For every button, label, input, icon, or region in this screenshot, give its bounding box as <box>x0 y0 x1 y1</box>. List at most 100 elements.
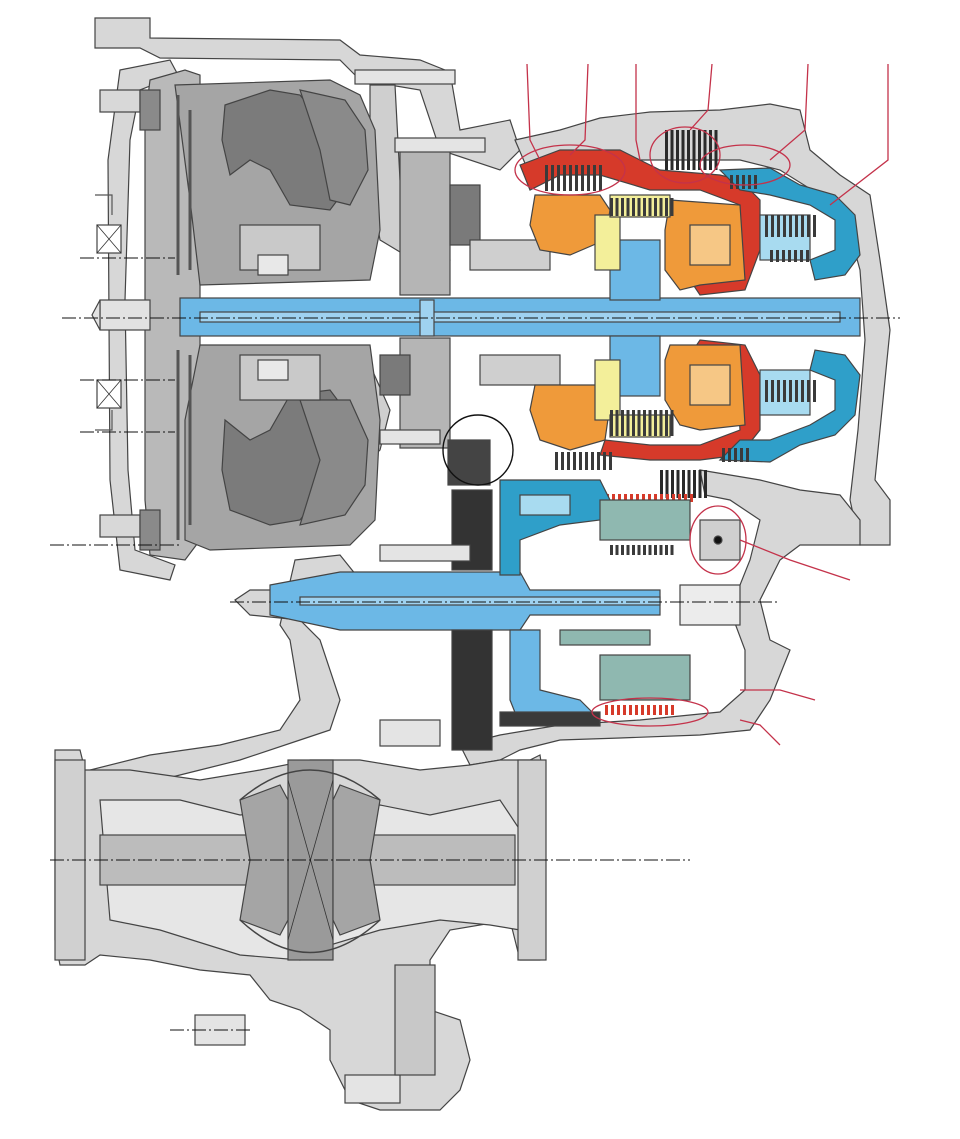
crank-nose <box>99 299 151 331</box>
clutch-plate <box>585 452 588 470</box>
orange-carrier-upper <box>529 194 611 256</box>
pinion-outline <box>442 414 514 486</box>
clutch-plate <box>782 250 785 262</box>
clutch-plate <box>615 545 619 555</box>
plates-upper-b <box>610 198 674 216</box>
output-hub-light <box>519 494 571 516</box>
teal-clutch-housing <box>599 499 691 541</box>
clutch-plate <box>545 165 548 191</box>
clutch-plate <box>734 448 737 462</box>
clutch-plate <box>551 165 554 191</box>
hub-bolt-bottom <box>99 514 141 538</box>
clutch-plate <box>687 130 690 170</box>
clutch-plate <box>573 452 576 470</box>
diff-support-block <box>394 964 436 1076</box>
clutch-plate <box>569 165 572 191</box>
clutch-plate <box>666 494 669 502</box>
callout-leader-1 <box>526 63 541 161</box>
clutch-plate <box>648 410 652 436</box>
clutch-plate <box>703 130 707 170</box>
clutch-plate <box>776 250 779 262</box>
clutch-plate <box>660 494 663 502</box>
clutch-plate <box>591 452 594 470</box>
clutch-plate <box>692 130 696 170</box>
clutch-plate <box>635 705 638 715</box>
hub-block-top <box>139 89 161 131</box>
clutch-plate <box>621 545 624 555</box>
clutch-plate <box>687 470 691 498</box>
clutch-plate <box>621 410 624 436</box>
clutch-plate <box>654 494 657 502</box>
diff-mount-bolt <box>344 1074 401 1104</box>
clutch-plate <box>610 545 613 555</box>
clutch-plate <box>629 705 632 715</box>
output-seal-dot <box>713 535 723 545</box>
clutch-plate <box>648 198 652 216</box>
circle-highlights <box>514 126 791 727</box>
plates-lower-c <box>660 470 707 498</box>
transfer-housing <box>89 554 362 791</box>
clutch-plate <box>659 705 662 715</box>
clutch-plate <box>615 198 619 216</box>
callout-leader-7 <box>739 539 851 581</box>
clutch-plate <box>771 380 774 402</box>
output-bearing <box>679 584 741 626</box>
oil-pump-section <box>354 69 561 449</box>
clutch-plate <box>813 380 816 402</box>
plates-output-a <box>610 545 674 555</box>
clutch-plate <box>788 250 791 262</box>
transfer-case-bolt <box>379 719 441 747</box>
clutch-plate <box>563 165 566 191</box>
clutch-plate <box>611 705 614 715</box>
clutch-plate <box>765 380 768 402</box>
clutch-plate <box>800 250 803 262</box>
plates-output-red <box>605 705 674 715</box>
clutch-plate <box>618 494 621 502</box>
clutch-plate <box>624 494 627 502</box>
stator-support <box>469 239 551 271</box>
clutch-plate <box>610 410 613 436</box>
clutch-plate <box>670 545 674 555</box>
clutch-plate <box>632 545 635 555</box>
light-orange-hub-lower <box>689 364 731 406</box>
pump-gear-upper <box>449 184 481 246</box>
clutch-plate <box>681 130 685 170</box>
clutch-plate <box>637 410 641 436</box>
clutch-plate <box>676 130 679 170</box>
output-clutch-hub <box>499 479 611 576</box>
clutch-plate <box>665 705 668 715</box>
highlight-upper-right-pack <box>649 126 721 184</box>
callout-leaders <box>526 63 889 746</box>
clutch-plate <box>783 380 786 402</box>
clutch-plate <box>630 494 633 502</box>
upper-gearset <box>519 149 861 296</box>
clutch-plate <box>637 545 641 555</box>
clutch-plate <box>678 494 681 502</box>
clutch-plate <box>581 165 584 191</box>
clutch-plate <box>789 380 792 402</box>
clutch-plate <box>654 198 657 216</box>
clutch-plate <box>690 494 693 502</box>
clutch-plate <box>813 215 816 237</box>
clutch-plate <box>609 452 612 470</box>
clutch-plate <box>632 198 635 216</box>
clutch-plate <box>626 410 630 436</box>
clutch-plate <box>593 165 596 191</box>
clutch-plate <box>665 410 668 436</box>
clutch-plate <box>648 545 652 555</box>
crank-nose-tip <box>91 299 101 331</box>
clutch-plate <box>801 380 804 402</box>
clutch-plate <box>654 410 657 436</box>
clutch-plate <box>653 705 656 715</box>
clutch-plate <box>806 250 809 262</box>
clutch-plate <box>575 165 578 191</box>
clutch-plate <box>643 198 646 216</box>
pump-gear-lower <box>379 354 411 396</box>
clutch-plate <box>742 175 745 189</box>
clutch-plate <box>670 198 674 216</box>
teal-clutch-housing-lower <box>599 654 691 701</box>
highlight-lower-band <box>591 697 709 727</box>
clutch-plate <box>795 215 798 237</box>
centerlines <box>50 257 900 1031</box>
